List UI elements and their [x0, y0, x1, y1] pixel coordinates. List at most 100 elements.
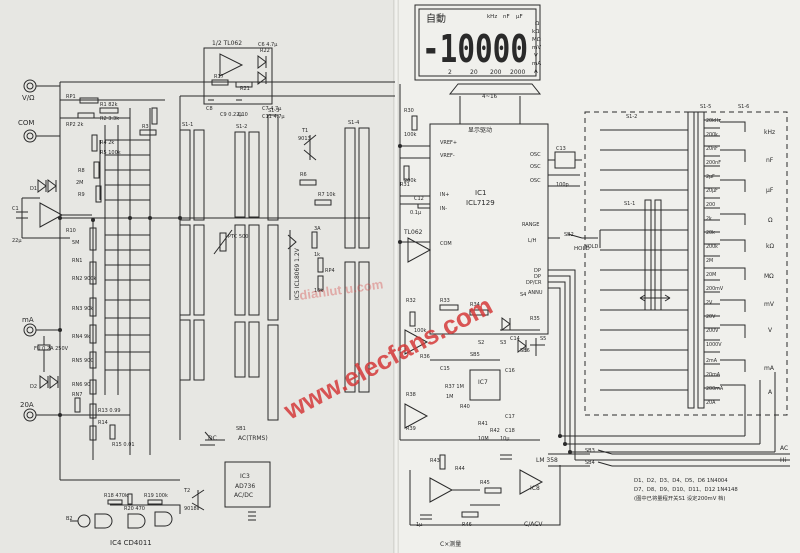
comp-c11: C11 4.7μ — [262, 114, 285, 120]
group-nf: nF — [766, 157, 774, 164]
comp-c9: C9 0.22μ — [220, 112, 243, 118]
lcd-icon-text: 自動 — [426, 12, 446, 25]
range-20k: 20k — [706, 230, 715, 236]
comp-100k-a: 100k — [404, 132, 417, 138]
label-acdc: AC/DC — [234, 492, 253, 499]
switch-s1-6: S1-6 — [738, 104, 749, 110]
comp-rn5: RN5 900 — [72, 358, 94, 364]
pin-in-plus: IN+ — [440, 192, 449, 198]
page-fold — [393, 0, 399, 553]
comp-r1: R1 82k — [100, 102, 118, 108]
comp-r10: R10 — [66, 228, 76, 234]
label-display-driver: 显示驱动 — [468, 127, 492, 134]
right-page — [397, 0, 800, 553]
range-2k: 2k — [706, 216, 712, 222]
lcd-range-2: 2 — [448, 69, 452, 76]
comp-r32: R32 — [406, 298, 416, 304]
range-200mv: 200mV — [706, 286, 724, 292]
comp-r7: R7 10k — [318, 192, 336, 198]
lcd-unit-v: V — [534, 53, 538, 59]
comp-rp1: RP1 — [66, 94, 76, 100]
comp-c7: C7 4.7μ — [262, 106, 282, 112]
comp-c16: C16 — [505, 368, 515, 374]
switch-s1-5: S1-5 — [700, 104, 711, 110]
switch-s1-2: S1-2 — [236, 124, 247, 130]
note-diodes-1n4148: D7、D8、D9、D10、D11、D12 1N4148 — [634, 487, 738, 493]
lcd-unit-ohm: Ω — [535, 21, 539, 27]
group-khz: kHz — [764, 129, 775, 136]
group-uf: μF — [766, 187, 774, 194]
comp-r20: R20 470 — [124, 506, 145, 512]
comp-r2: R2 3.3k — [100, 116, 119, 122]
comp-9018: 9018 — [184, 506, 197, 512]
comp-r14: R14 — [98, 420, 108, 426]
switch-sb4: SB4 — [585, 460, 595, 466]
lcd-unit-ma: mA — [532, 61, 541, 67]
range-20nf: 20nF — [706, 146, 718, 152]
left-page — [0, 0, 395, 553]
range-200-ohm: 200 — [706, 202, 715, 208]
comp-r21: R21 — [240, 86, 250, 92]
comp-c1: C1 — [12, 206, 19, 212]
label-tl062: TL062 — [403, 229, 423, 236]
comp-d2: D2 — [30, 384, 37, 390]
comp-r37: R37 1M — [445, 384, 464, 390]
switch-sb1: SB1 — [236, 426, 246, 432]
comp-r38: R38 — [406, 392, 416, 398]
label-icl8069: IC5 ICL8069 1.2V — [294, 247, 301, 300]
comp-r45: R45 — [480, 480, 490, 486]
comp-r22: R22 — [260, 48, 270, 54]
comp-s4: S4 — [520, 292, 526, 298]
range-20khz: 20kHz — [706, 118, 721, 124]
range-2uf: 2μF — [706, 174, 715, 180]
pin-range: RANGE — [522, 222, 539, 228]
switch-sb2: SB2 — [564, 232, 574, 238]
range-200ma: 200mA — [706, 386, 724, 392]
range-2ma: 2mA — [706, 358, 718, 364]
range-2m: 2M — [706, 258, 713, 264]
range-200k: 200k — [706, 244, 718, 250]
comp-rp4: RP4 — [325, 268, 335, 274]
comp-16k: 16k — [314, 288, 323, 294]
comp-r18: R18 470k — [104, 493, 128, 499]
group-v: V — [768, 327, 773, 334]
group-ma: mA — [764, 365, 775, 372]
terminal-20a: 20A — [20, 401, 34, 409]
comp-r15: R15 0.01 — [112, 442, 135, 448]
switch-s1-3: S1-3 — [268, 108, 279, 114]
pin-com: COM — [440, 241, 452, 247]
comp-c17: C17 — [505, 414, 515, 420]
label-bus: 4~16 — [482, 94, 498, 100]
lcd-range-200: 200 — [490, 69, 502, 76]
terminal-v-ohm: V/Ω — [22, 94, 35, 102]
range-2v: 2V — [706, 300, 713, 306]
lcd-unit-mv: mV — [532, 45, 541, 51]
comp-b2: B2 — [66, 516, 73, 522]
comp-r6: R6 — [300, 172, 307, 178]
lcd-unit-a: A — [534, 69, 538, 75]
label-ic1: IC1 — [475, 189, 486, 197]
comp-c10: C10 — [238, 112, 248, 118]
comp-t2: T2 — [183, 488, 190, 494]
pin-hold: HOLD — [574, 246, 590, 252]
pin-s1-2: S1-2 — [626, 114, 637, 120]
group-kohm: kΩ — [766, 243, 774, 250]
comp-c14: C14 — [510, 336, 520, 342]
comp-r33: R33 — [440, 298, 450, 304]
comp-200k: 200k — [404, 178, 417, 184]
switch-sb6: SB6 — [520, 348, 530, 354]
comp-r5: R5 100k — [100, 150, 121, 156]
comp-t1: T1 — [301, 128, 308, 134]
comp-d1: D1 — [30, 186, 37, 192]
switch-label-c-acv: C/ACV — [524, 521, 543, 528]
lcd-unit-kohm: kΩ — [532, 29, 539, 35]
comp-9013: 9013 — [298, 136, 311, 142]
comp-r43: R43 — [430, 458, 440, 464]
label-icl7129: ICL7129 — [466, 199, 495, 207]
comp-s2: S2 — [478, 340, 484, 346]
range-200k-freq: 200k — [706, 132, 718, 138]
switch-s1-1: S1-1 — [182, 122, 193, 128]
comp-0-1u: 0.1μ — [410, 210, 422, 216]
label-cd4011: IC4 CD4011 — [110, 539, 152, 547]
